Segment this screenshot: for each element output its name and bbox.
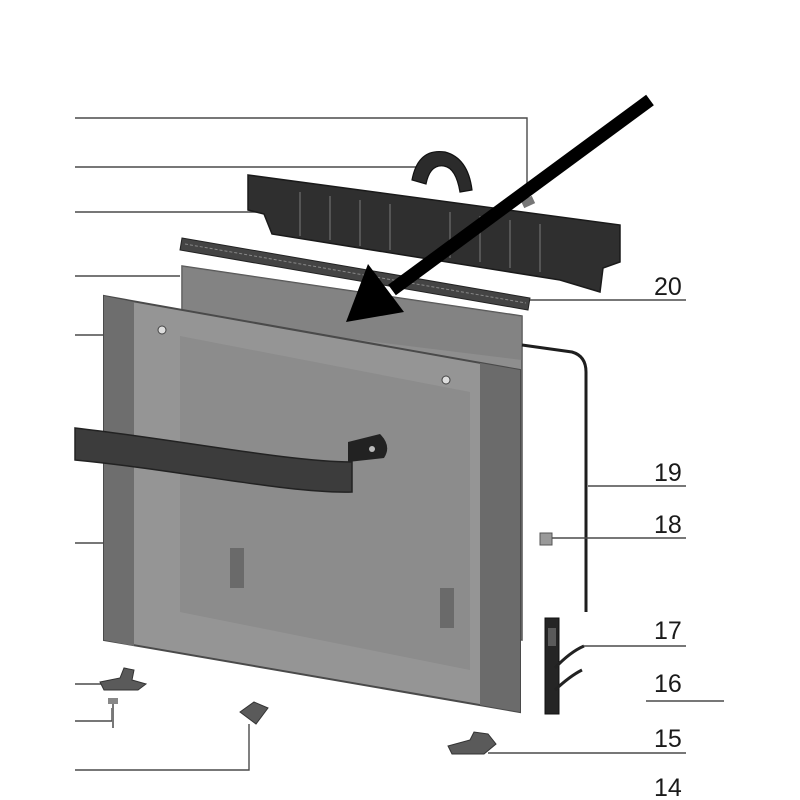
pointer-arrow-head [346, 264, 404, 322]
right-leader-lines [488, 299, 724, 754]
door-left-frame-strip [104, 296, 134, 646]
hinge-assembly [544, 617, 585, 715]
leader-line-screw [75, 708, 113, 722]
lower-hinge-bracket-left [99, 667, 148, 691]
top-screw-part [520, 195, 536, 209]
door-glass-window [180, 336, 470, 670]
part-label-19: 19 [654, 459, 682, 487]
part-label-15: 15 [654, 725, 682, 753]
part-number-labels: 20 19 18 17 16 15 14 [654, 273, 682, 800]
top-profile-ribs [299, 192, 541, 272]
door-handle-bar [74, 427, 353, 493]
inner-door-clip-left [230, 548, 244, 588]
part-label-20: 20 [654, 273, 682, 301]
pointer-arrow [346, 94, 654, 322]
door-screw-hole-right [441, 375, 451, 385]
lower-screw-part [108, 698, 118, 728]
door-seal-wire [521, 343, 588, 612]
lower-hinge-bracket-right [447, 731, 497, 755]
inner-door-clip-right [440, 588, 454, 628]
door-screw-hole-left [157, 325, 167, 335]
part-label-16: 16 [654, 670, 682, 698]
gasket-strip-highlight [184, 243, 527, 304]
part-label-18: 18 [654, 511, 682, 539]
lower-bottom-bracket [239, 701, 269, 725]
door-right-frame-strip [480, 363, 520, 712]
leader-line-bottom-bracket [75, 724, 250, 771]
handle-clip-part [411, 150, 473, 193]
part-label-14: 14 [654, 774, 682, 800]
leader-line-top-bracket [75, 117, 528, 200]
small-clip-part [539, 532, 553, 546]
handle-end-cap [348, 434, 388, 462]
part-label-17: 17 [654, 617, 682, 645]
handle-cap-screw [369, 446, 375, 452]
top-door-profile [247, 174, 621, 293]
